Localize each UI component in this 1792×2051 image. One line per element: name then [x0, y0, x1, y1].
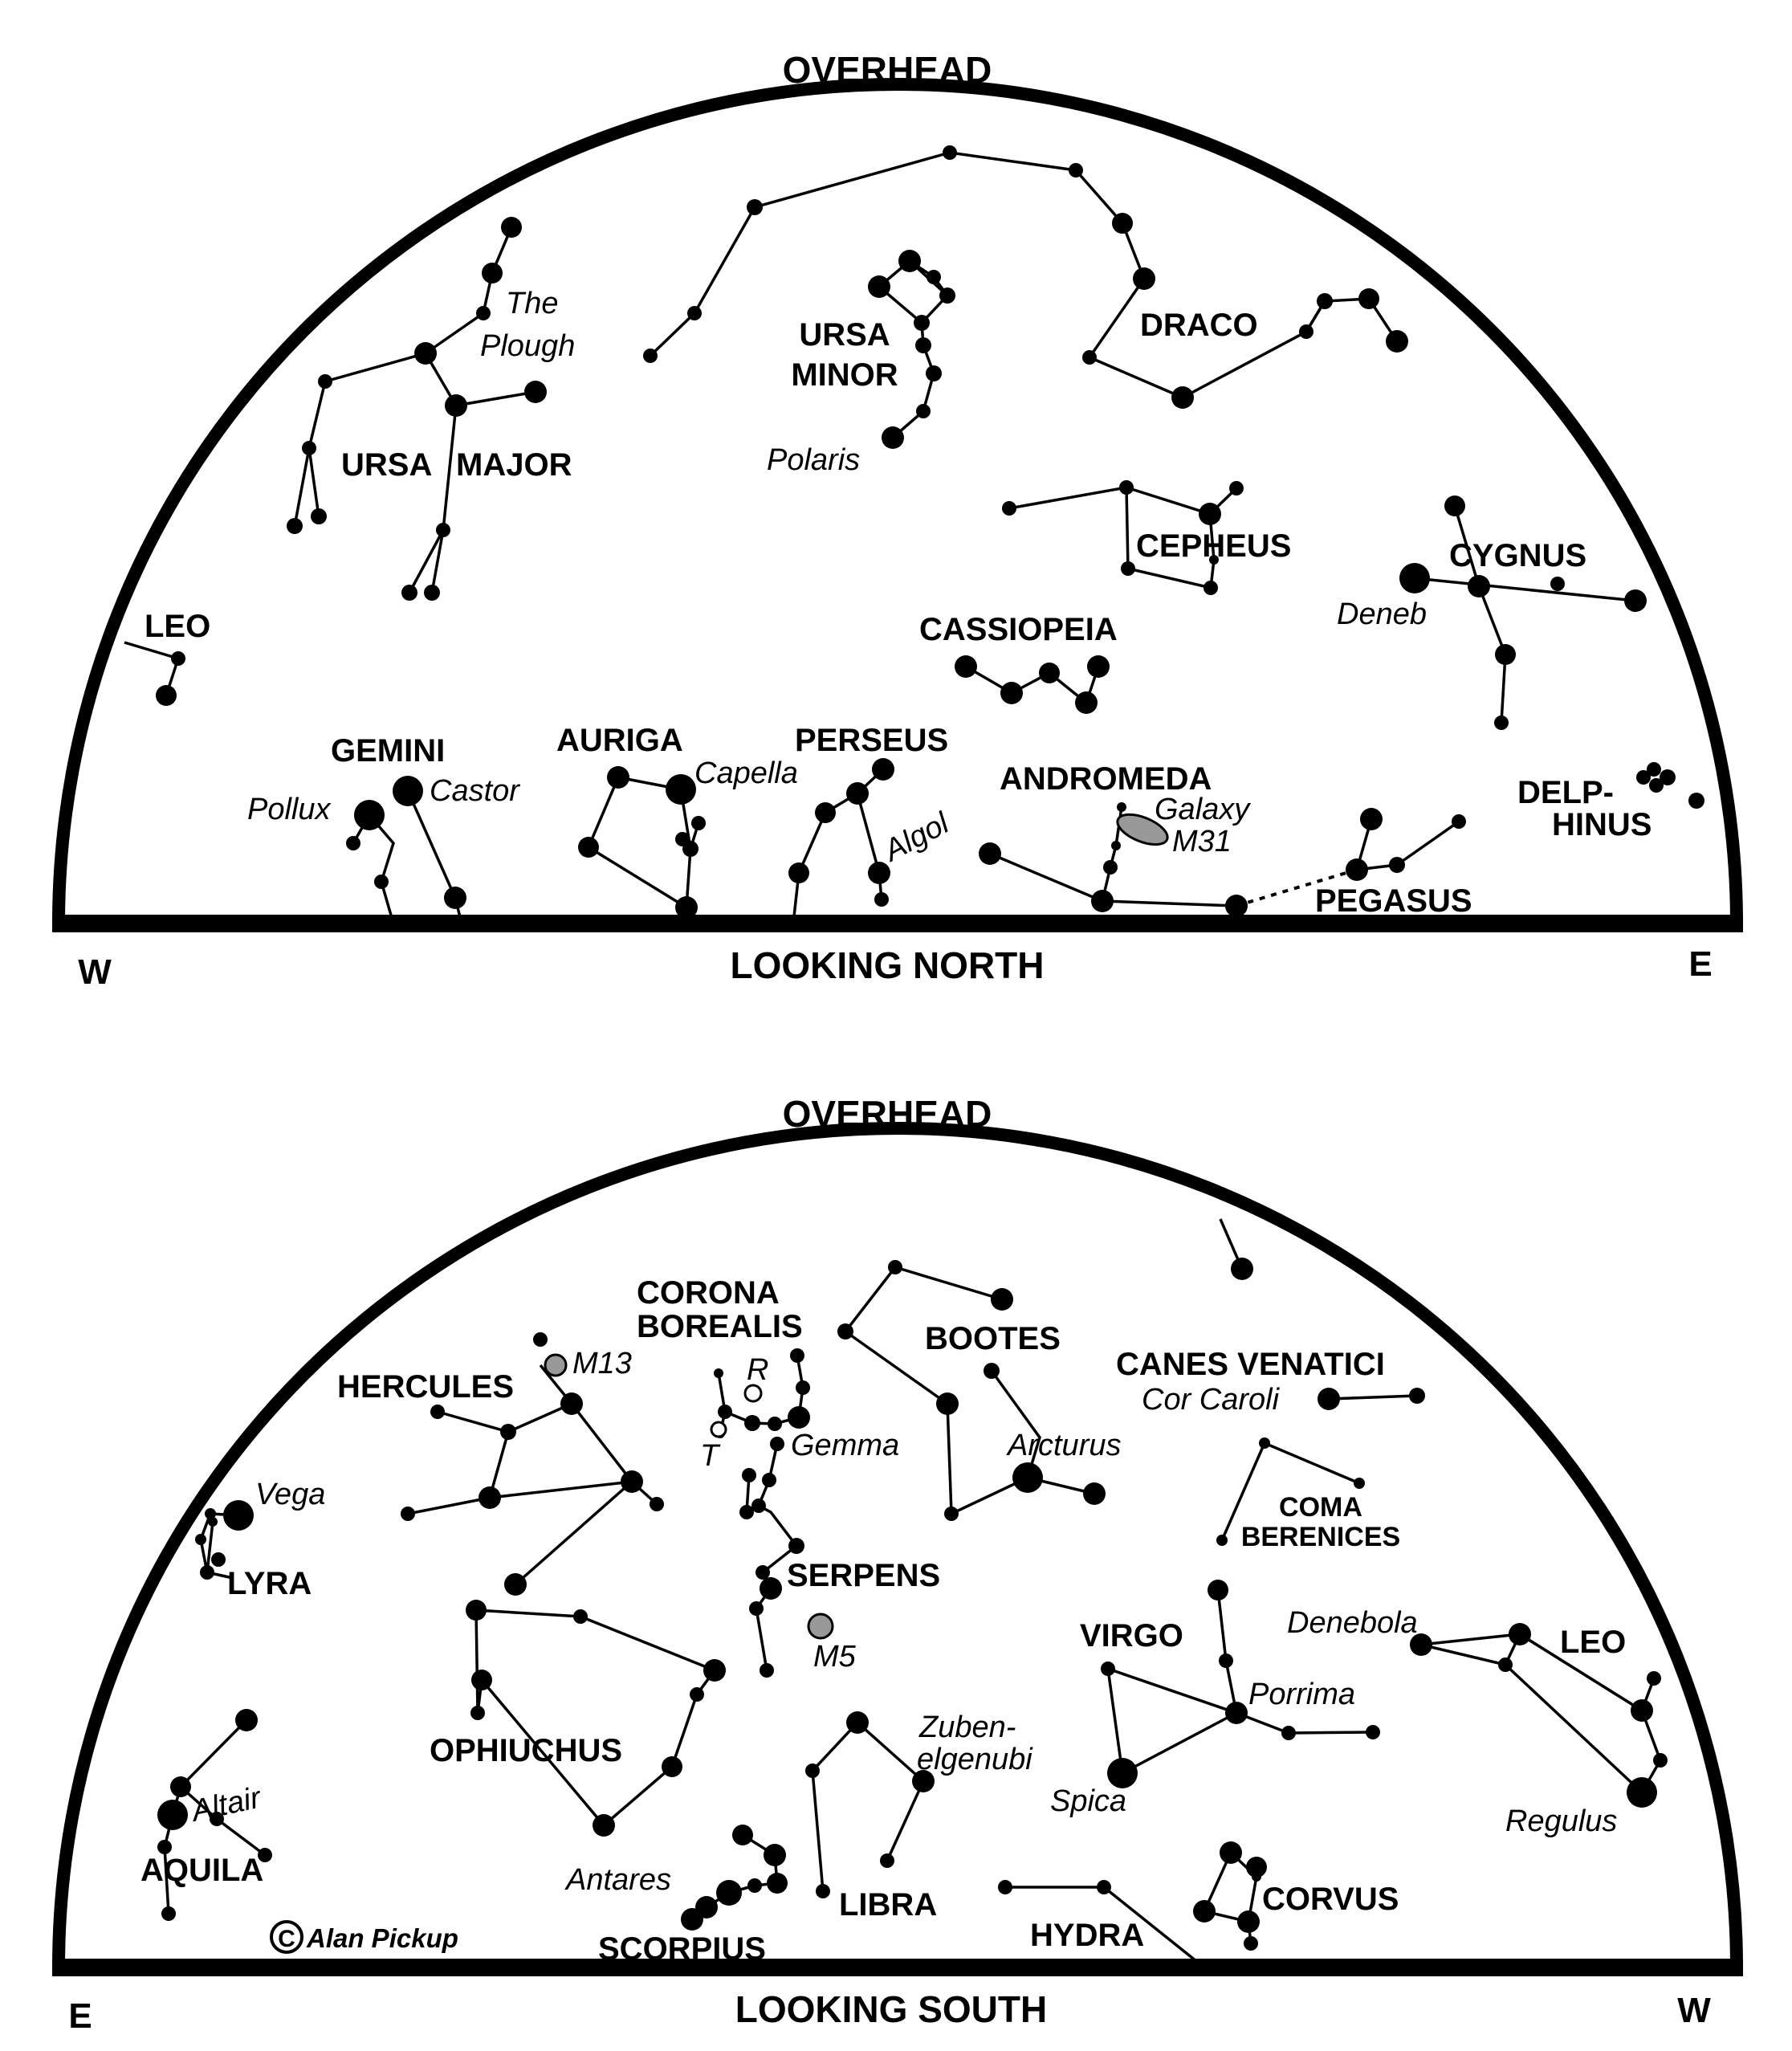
- north-overhead-label: OVERHEAD: [783, 49, 992, 91]
- label-m31: M31: [1172, 825, 1232, 858]
- label-leo-north: LEO: [145, 609, 210, 644]
- label-m13: M13: [572, 1347, 632, 1380]
- label-bootes: BOOTES: [925, 1321, 1061, 1356]
- copyright-symbol: C: [278, 1926, 295, 1952]
- label-scorpius: SCORPIUS: [598, 1931, 766, 1967]
- label-lyra: LYRA: [227, 1566, 312, 1601]
- north-looking-label: LOOKING NORTH: [731, 944, 1045, 986]
- label-cepheus: CEPHEUS: [1136, 528, 1291, 564]
- credit-text: Alan Pickup: [306, 1923, 458, 1953]
- label-r: R: [747, 1353, 768, 1387]
- label-draco: DRACO: [1140, 308, 1258, 343]
- r-variable-star-icon: [743, 1384, 763, 1403]
- south-right-direction: W: [1677, 1991, 1711, 2030]
- label-t: T: [700, 1439, 721, 1473]
- south-horizon-dome: [52, 1122, 1743, 1968]
- label-leo-south: LEO: [1560, 1625, 1626, 1660]
- south-left-direction: E: [68, 1996, 92, 2036]
- label-aquila: AQUILA: [141, 1853, 263, 1888]
- label-porrima: Porrima: [1248, 1678, 1355, 1711]
- label-algol: Algol: [878, 805, 955, 868]
- label-zubenelgenubi-2: elgenubi: [917, 1743, 1033, 1776]
- north-stars: [156, 145, 1704, 919]
- label-ophiuchus: OPHIUCHUS: [430, 1733, 622, 1768]
- label-antares: Antares: [564, 1863, 671, 1897]
- label-deneb: Deneb: [1337, 597, 1427, 631]
- copyright-icon: [270, 1920, 303, 1954]
- label-m5: M5: [813, 1640, 857, 1674]
- label-gemini: GEMINI: [331, 733, 445, 769]
- north-constellation-lines: [124, 151, 1636, 924]
- south-overhead-label: OVERHEAD: [783, 1093, 992, 1135]
- label-perseus: PERSEUS: [795, 723, 948, 758]
- label-delphinus-2: HINUS: [1552, 807, 1651, 842]
- label-hercules: HERCULES: [337, 1369, 514, 1405]
- label-coma-berenices-2: BERENICES: [1241, 1522, 1400, 1552]
- label-cassiopeia: CASSIOPEIA: [919, 612, 1118, 647]
- label-virgo: VIRGO: [1080, 1618, 1183, 1653]
- north-horizon-dome: [52, 78, 1743, 924]
- label-polaris: Polaris: [767, 443, 860, 477]
- label-canes-venatici: CANES VENATICI: [1116, 1347, 1385, 1382]
- label-corona-borealis-1: CORONA: [637, 1275, 780, 1311]
- south-labels: OVERHEAD LOOKING SOUTH E W CORONA BOREAL…: [68, 1093, 1711, 2036]
- label-altair: Altair: [187, 1780, 265, 1829]
- label-the-plough-2: Plough: [480, 329, 575, 363]
- label-ursa-minor-2: MINOR: [791, 357, 898, 393]
- label-capella: Capella: [694, 756, 798, 790]
- south-chart: OVERHEAD LOOKING SOUTH E W CORONA BOREAL…: [52, 1093, 1743, 2036]
- label-andromeda: ANDROMEDA: [1000, 761, 1212, 797]
- label-delphinus-1: DELP-: [1517, 775, 1614, 810]
- m31-galaxy-icon: [1116, 813, 1169, 846]
- label-serpens: SERPENS: [787, 1558, 940, 1593]
- label-ursa-major-1: URSA: [341, 447, 432, 483]
- label-zubenelgenubi-1: Zuben-: [918, 1711, 1016, 1744]
- t-variable-star-icon: [710, 1421, 727, 1438]
- label-spica: Spica: [1050, 1784, 1126, 1818]
- label-cygnus: CYGNUS: [1449, 538, 1586, 573]
- label-auriga: AURIGA: [556, 723, 683, 758]
- label-hydra: HYDRA: [1030, 1918, 1144, 1953]
- label-the-plough-1: The: [506, 287, 558, 320]
- label-galaxy: Galaxy: [1155, 793, 1251, 826]
- label-gemma: Gemma: [791, 1429, 899, 1462]
- label-pollux: Pollux: [247, 793, 332, 826]
- south-looking-label: LOOKING SOUTH: [735, 1988, 1047, 2030]
- north-labels: OVERHEAD LOOKING NORTH W E LEO The Ploug…: [78, 49, 1712, 992]
- label-castor: Castor: [430, 774, 520, 808]
- m5-cluster-icon: [807, 1613, 834, 1640]
- label-corvus: CORVUS: [1262, 1882, 1399, 1917]
- north-chart: OVERHEAD LOOKING NORTH W E LEO The Ploug…: [52, 49, 1743, 992]
- label-regulus: Regulus: [1505, 1804, 1617, 1838]
- m13-cluster-icon: [544, 1353, 568, 1377]
- label-denebola: Denebola: [1287, 1606, 1418, 1640]
- label-coma-berenices-1: COMA: [1279, 1492, 1362, 1523]
- label-cor-caroli: Cor Caroli: [1142, 1383, 1281, 1417]
- label-ursa-minor-1: URSA: [799, 317, 890, 353]
- label-arcturus: Arcturus: [1006, 1429, 1121, 1462]
- copyright-credit: C Alan Pickup: [270, 1920, 458, 1954]
- label-corona-borealis-2: BOREALIS: [637, 1309, 803, 1344]
- label-vega: Vega: [255, 1478, 325, 1511]
- south-stars: [157, 1258, 1668, 1951]
- north-left-direction: W: [78, 952, 112, 992]
- label-ursa-major-2: MAJOR: [456, 447, 572, 483]
- label-pegasus: PEGASUS: [1315, 883, 1472, 919]
- label-libra: LIBRA: [839, 1887, 937, 1923]
- north-right-direction: E: [1688, 944, 1712, 984]
